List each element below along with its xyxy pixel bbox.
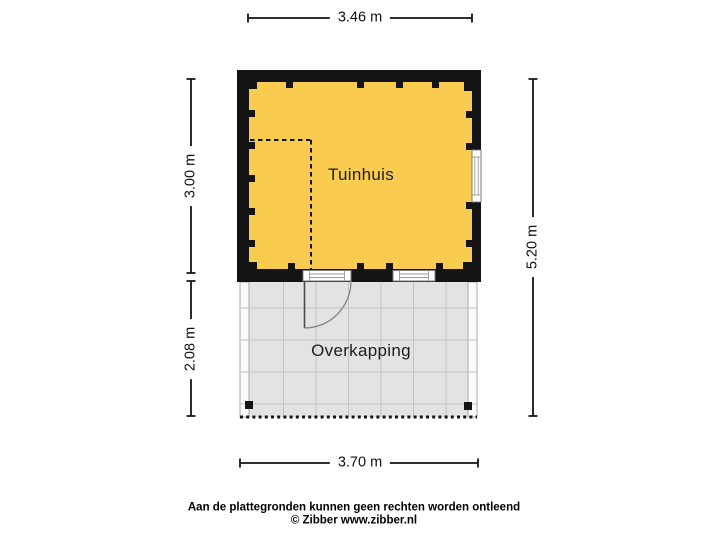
- window-opening-bottom: [392, 270, 436, 282]
- overkapping-post-strip-right: [467, 281, 478, 418]
- post-left: [245, 401, 253, 409]
- overkapping-floor: [249, 282, 468, 417]
- dimension-label-tuinhuis-depth: 3.00 m: [181, 145, 201, 207]
- copyright-text: © Zibber www.zibber.nl: [290, 514, 418, 527]
- door-swing-arc: [304, 280, 352, 329]
- tuinhuis-floor: [249, 82, 472, 269]
- post-right: [464, 402, 472, 410]
- disclaimer-text: Aan de plattegronden kunnen geen rechten…: [187, 501, 521, 514]
- overkapping-post-strip-left: [239, 281, 250, 418]
- room-label-tuinhuis: Tuinhuis: [327, 165, 395, 184]
- storage-dashed-line: [250, 139, 312, 269]
- tile-grid: [240, 282, 477, 417]
- room-label-overkapping: Overkapping: [311, 341, 411, 360]
- dimension-label-overkapping-depth: 2.08 m: [181, 318, 201, 380]
- dimension-label-total-depth: 5.20 m: [523, 216, 543, 278]
- tuinhuis-structure: [237, 70, 482, 329]
- dimension-lines: [186, 13, 538, 468]
- door-opening: [302, 270, 352, 282]
- overkapping-area: [239, 281, 478, 419]
- window-opening-right: [471, 149, 482, 203]
- wall-studs: [249, 82, 472, 269]
- dimension-label-top-width: 3.46 m: [329, 8, 391, 28]
- dimension-label-bottom-width: 3.70 m: [329, 453, 391, 473]
